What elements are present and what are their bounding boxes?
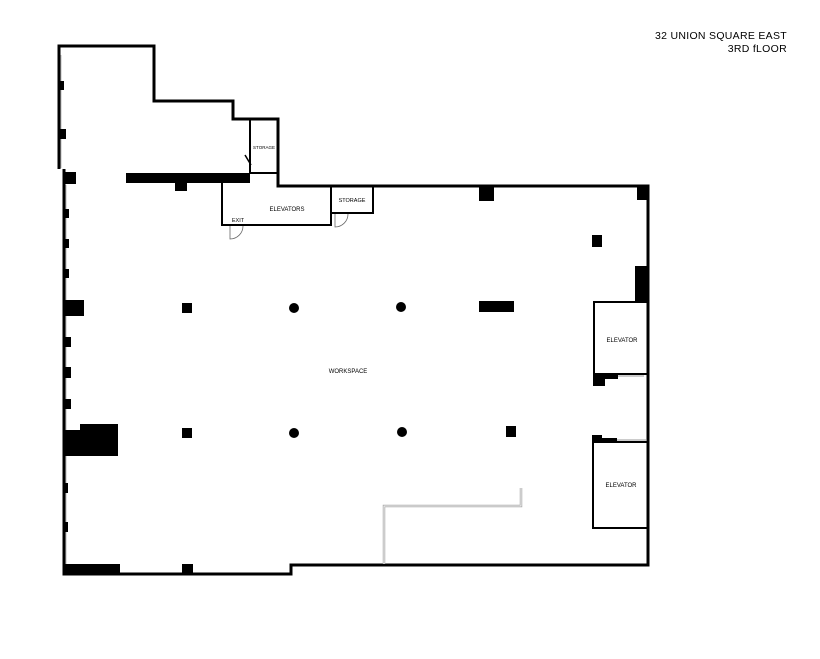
floor-label: 3RD fLOOR xyxy=(727,43,787,55)
outer-wall xyxy=(57,44,650,576)
storage-lower-label: STORAGE xyxy=(339,198,366,204)
storage-upper-room: STORAGE xyxy=(244,119,278,174)
building-address: 32 UNION SQUARE EAST xyxy=(654,30,787,42)
exit-label: EXIT xyxy=(232,218,245,224)
elevator-lower-label: ELEVATOR xyxy=(605,483,637,489)
storage-lower-room: STORAGE xyxy=(330,186,374,228)
elevator-lower: ELEVATOR xyxy=(592,435,648,529)
storage-upper-label: STORAGE xyxy=(253,145,275,150)
wall-piers-left xyxy=(58,81,193,574)
elevators-lobby: ELEVATORS EXIT xyxy=(221,183,332,240)
elevators-label: ELEVATORS xyxy=(269,207,304,213)
columns xyxy=(182,301,516,438)
title-block: 32 UNION SQUARE EAST 3RD fLOOR xyxy=(655,30,787,56)
top-wall-segment xyxy=(126,173,648,302)
elevator-upper-label: ELEVATOR xyxy=(606,338,638,344)
light-partition xyxy=(382,488,523,564)
elevator-upper: ELEVATOR xyxy=(593,301,648,386)
workspace-label: WORKSPACE xyxy=(329,369,368,375)
